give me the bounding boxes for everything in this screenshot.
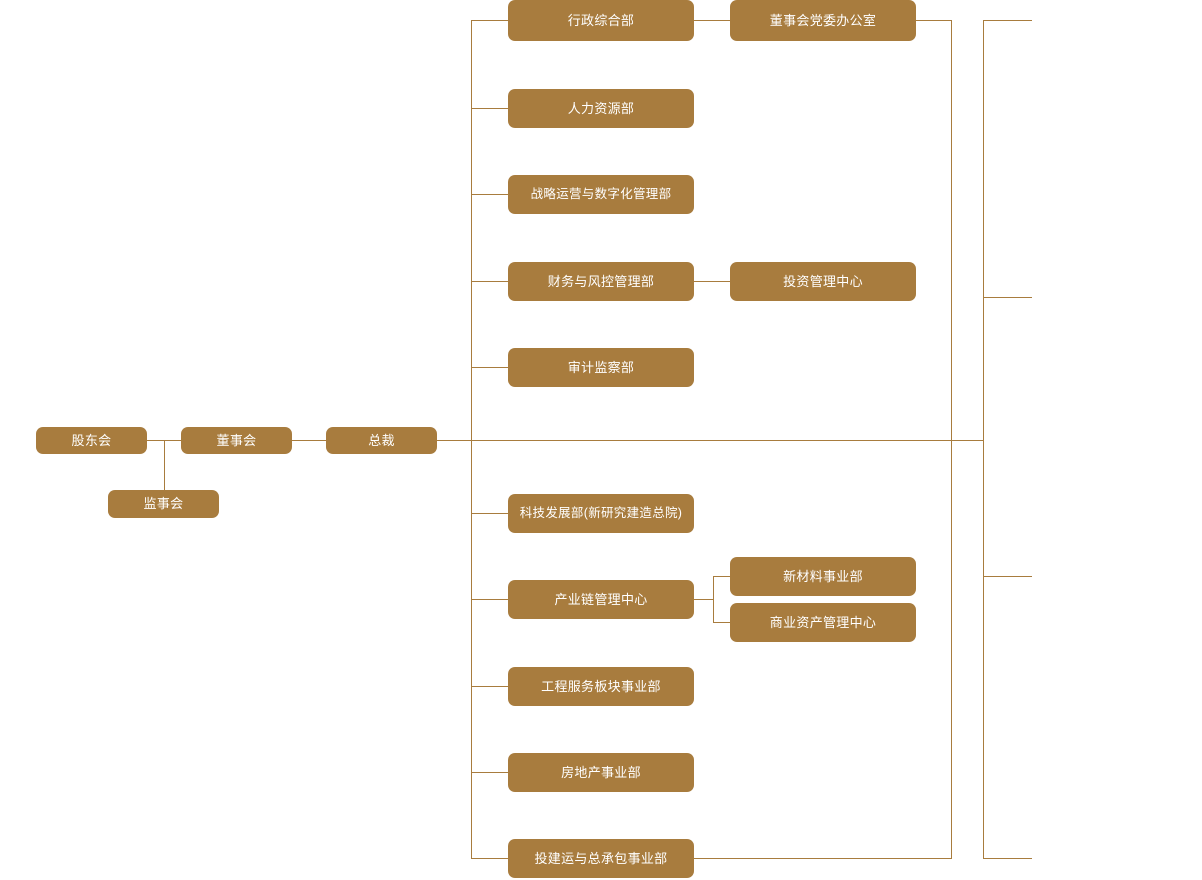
connector-industrial-chain-bracket <box>713 576 714 623</box>
connector-outer-rail-stub-top <box>983 20 1032 21</box>
node-finance-risk-dept[interactable]: 财务与风控管理部 <box>508 262 694 301</box>
node-admin-general-dept[interactable]: 行政综合部 <box>508 0 694 41</box>
node-new-materials-division[interactable]: 新材料事业部 <box>730 557 916 596</box>
node-tech-development-dept[interactable]: 科技发展部(新研究建造总院) <box>508 494 694 533</box>
connector-stub-tech-development <box>471 513 508 514</box>
connector-supervisory-vertical <box>164 440 165 490</box>
node-strategy-ops-digital-dept[interactable]: 战略运营与数字化管理部 <box>508 175 694 214</box>
node-industrial-chain-center[interactable]: 产业链管理中心 <box>508 580 694 619</box>
connector-bracket-to-new-materials <box>713 576 731 577</box>
connector-board-to-president <box>291 440 327 441</box>
connector-stub-strategy-ops <box>471 194 508 195</box>
connector-stub-engineering-services <box>471 686 508 687</box>
node-shareholders-meeting[interactable]: 股东会 <box>36 427 147 454</box>
connector-stub-finance-risk <box>471 281 508 282</box>
node-engineering-services-division[interactable]: 工程服务板块事业部 <box>508 667 694 706</box>
node-investment-management-center[interactable]: 投资管理中心 <box>730 262 916 301</box>
connector-outer-rail-stub-bottom <box>983 858 1032 859</box>
connector-outer-rail-stub-lower <box>983 576 1032 577</box>
connector-stub-real-estate <box>471 772 508 773</box>
connector-stub-investment-construction <box>471 858 508 859</box>
connector-finance-to-investment <box>694 281 730 282</box>
connector-inner-right-rail <box>951 20 952 858</box>
connector-inner-rail-bottom <box>694 858 952 859</box>
node-supervisory-board[interactable]: 监事会 <box>108 490 219 518</box>
connector-outer-rail-stub-upper <box>983 297 1032 298</box>
node-real-estate-division[interactable]: 房地产事业部 <box>508 753 694 792</box>
node-human-resources-dept[interactable]: 人力资源部 <box>508 89 694 128</box>
connector-party-office-to-inner-rail <box>916 20 952 21</box>
connector-stub-industrial-chain <box>471 599 508 600</box>
node-audit-supervision-dept[interactable]: 审计监察部 <box>508 348 694 387</box>
connector-admin-to-party-office <box>694 20 730 21</box>
connector-president-to-rail <box>436 440 984 441</box>
node-board-of-directors[interactable]: 董事会 <box>181 427 292 454</box>
node-board-party-office[interactable]: 董事会党委办公室 <box>730 0 916 41</box>
node-commercial-asset-center[interactable]: 商业资产管理中心 <box>730 603 916 642</box>
node-investment-construction-gc-division[interactable]: 投建运与总承包事业部 <box>508 839 694 878</box>
connector-outer-right-rail <box>983 20 984 858</box>
connector-stub-audit-supervision <box>471 367 508 368</box>
connector-stub-human-resources <box>471 108 508 109</box>
connector-industrial-chain-out <box>694 599 714 600</box>
connector-department-rail <box>471 20 472 858</box>
node-president[interactable]: 总裁 <box>326 427 437 454</box>
connector-bracket-to-commercial-asset <box>713 622 731 623</box>
connector-stub-admin-general <box>471 20 508 21</box>
